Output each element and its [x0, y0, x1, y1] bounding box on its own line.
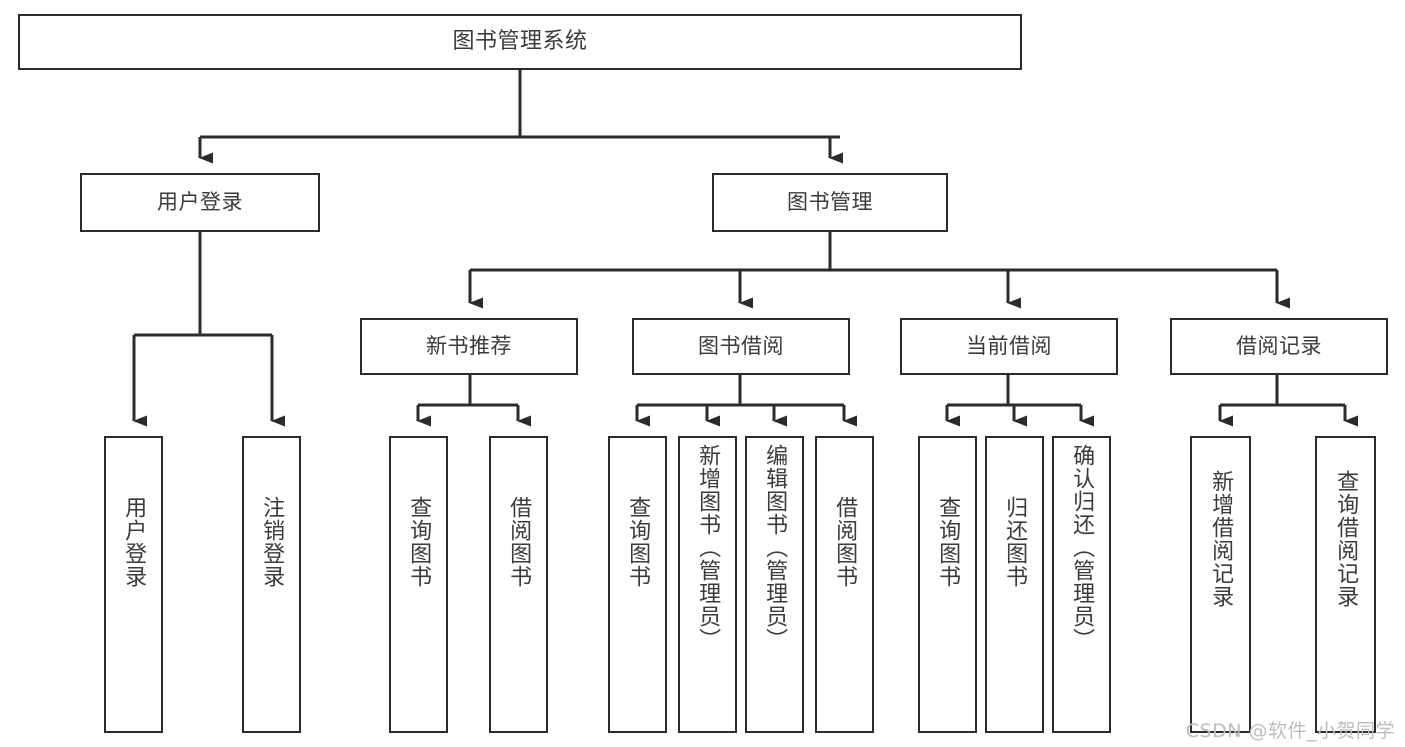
leaf-query-books-borrowing[interactable]: 查询图书: [608, 436, 667, 733]
node-label: 新增借阅记录: [1208, 470, 1234, 608]
node-label: 图书管理系统: [452, 28, 588, 54]
node-label: 编辑图书（管理员）: [762, 444, 788, 651]
node-label: 借阅记录: [1236, 333, 1322, 358]
node-new-book-recommendation[interactable]: 新书推荐: [360, 318, 578, 375]
node-label: 查询借阅记录: [1333, 470, 1359, 608]
node-label: 新书推荐: [426, 333, 512, 358]
leaf-confirm-return-admin[interactable]: 确认归还（管理员）: [1052, 436, 1111, 733]
node-label: 确认归还（管理员）: [1069, 444, 1095, 651]
node-label: 查询图书: [625, 496, 651, 588]
node-label: 借阅图书: [506, 496, 532, 588]
leaf-query-borrowing-record[interactable]: 查询借阅记录: [1315, 436, 1376, 733]
node-root-book-management-system[interactable]: 图书管理系统: [18, 14, 1022, 70]
node-label: 注销登录: [259, 496, 285, 588]
node-label: 借阅图书: [832, 496, 858, 588]
leaf-edit-book-admin[interactable]: 编辑图书（管理员）: [745, 436, 804, 733]
leaf-user-login[interactable]: 用户登录: [104, 436, 163, 733]
leaf-query-books-recommendation[interactable]: 查询图书: [389, 436, 448, 733]
node-book-management[interactable]: 图书管理: [712, 173, 948, 232]
node-label: 当前借阅: [966, 333, 1052, 358]
node-current-borrowing[interactable]: 当前借阅: [900, 318, 1118, 375]
node-book-borrowing[interactable]: 图书借阅: [632, 318, 850, 375]
leaf-add-book-admin[interactable]: 新增图书（管理员）: [678, 436, 737, 733]
node-label: 图书借阅: [698, 333, 784, 358]
leaf-borrow-books-borrowing[interactable]: 借阅图书: [815, 436, 874, 733]
node-label: 图书管理: [787, 189, 873, 214]
leaf-query-books-current[interactable]: 查询图书: [918, 436, 977, 733]
node-borrowing-records[interactable]: 借阅记录: [1170, 318, 1388, 375]
leaf-borrow-books-recommendation[interactable]: 借阅图书: [489, 436, 548, 733]
leaf-add-borrowing-record[interactable]: 新增借阅记录: [1190, 436, 1251, 733]
node-user-login[interactable]: 用户登录: [80, 173, 320, 232]
node-label: 查询图书: [406, 496, 432, 588]
node-label: 查询图书: [935, 496, 961, 588]
leaf-return-books[interactable]: 归还图书: [985, 436, 1044, 733]
watermark: CSDN @软件_小贺同学: [1185, 720, 1395, 742]
leaf-logout[interactable]: 注销登录: [242, 436, 301, 733]
node-label: 用户登录: [157, 189, 243, 214]
node-label: 新增图书（管理员）: [695, 444, 721, 651]
node-label: 归还图书: [1002, 496, 1028, 588]
node-label: 用户登录: [121, 496, 147, 588]
